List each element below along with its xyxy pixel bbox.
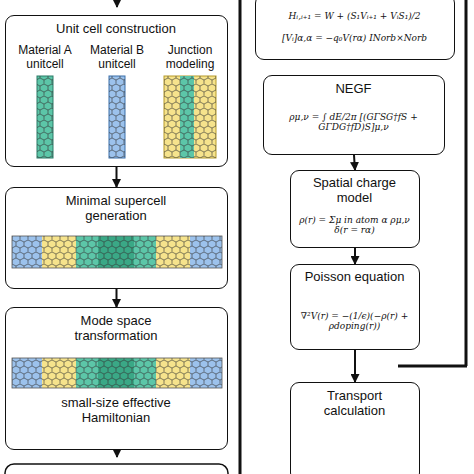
process-box: Poisson equation ∇²V(r) = −(1/ϵ)(−ρ(r) + … bbox=[290, 264, 420, 350]
process-box: Mode space transformation small-size effe… bbox=[5, 307, 228, 450]
box-title: Minimal supercell generation bbox=[41, 194, 191, 224]
process-box: Unit cell construction bbox=[5, 15, 228, 167]
box-title: NEGF bbox=[269, 82, 439, 97]
process-box: Spatial charge model ρ(r) = Σμ in atom α … bbox=[290, 170, 420, 248]
box-text: small-size effective Hamiltonian bbox=[46, 396, 186, 426]
flow-arrow bbox=[116, 289, 118, 307]
unitcell-label: Material A unitcell bbox=[10, 44, 80, 72]
equation: ρ(r) = Σμ in atom α ρμ,ν δ(r = rα) bbox=[293, 215, 417, 236]
equation: [Vᵢ]α,α = −q₀V(rα) INorb×Norb bbox=[260, 33, 450, 43]
mode-space-strip bbox=[12, 358, 222, 388]
cropped-box bbox=[5, 464, 228, 474]
process-box: NEGF ρμ,ν = ∫ dE/2π [(GΓSG†fS + GΓDG†fD)S… bbox=[263, 75, 445, 155]
unit-cells bbox=[37, 76, 216, 158]
equation: ρμ,ν = ∫ dE/2π [(GΓSG†fS + GΓDG†fD)S]μ,ν bbox=[267, 112, 441, 133]
box-title: Unit cell construction bbox=[16, 22, 216, 37]
box-title: Spatial charge model bbox=[300, 176, 410, 206]
flow-arrow bbox=[354, 350, 356, 382]
flow-arrow bbox=[116, 167, 118, 187]
flow-arrow bbox=[354, 248, 356, 264]
unitcell-label: Material B unitcell bbox=[82, 44, 152, 72]
process-box: Minimal supercell generation bbox=[5, 187, 228, 289]
box-title: Transport calculation bbox=[300, 389, 410, 419]
equation: ∇²V(r) = −(1/ϵ)(−ρ(r) + ρdoping(r)) bbox=[293, 311, 417, 332]
box-title: Poisson equation bbox=[305, 270, 405, 285]
supercell-strip bbox=[12, 236, 222, 268]
process-box: Hᵢ,ᵢ₊₁ = W + (S₁Vᵢ₊₁ + VᵢS₁)/2 [Vᵢ]α,α = … bbox=[255, 0, 455, 60]
process-box: Transport calculation bbox=[290, 382, 420, 474]
frame bbox=[240, 0, 467, 474]
box-title: Mode space transformation bbox=[41, 314, 191, 344]
equation: Hᵢ,ᵢ₊₁ = W + (S₁Vᵢ₊₁ + VᵢS₁)/2 bbox=[260, 11, 450, 21]
unitcell-label: Junction modeling bbox=[155, 44, 225, 72]
flow-arrow bbox=[354, 155, 355, 170]
